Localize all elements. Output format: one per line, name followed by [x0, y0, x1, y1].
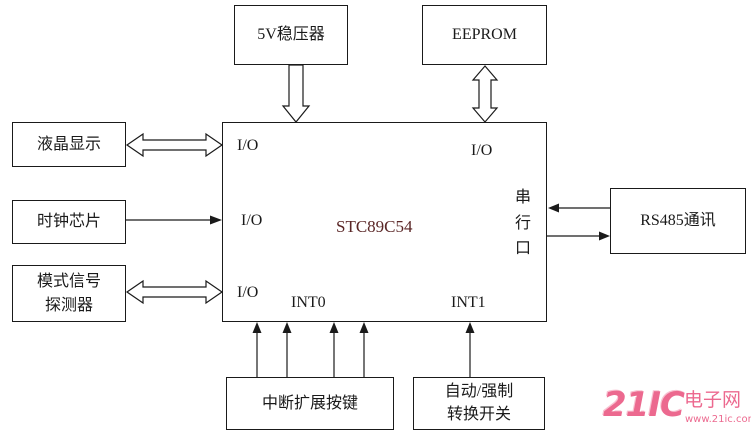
rs485-label: RS485通讯 — [640, 212, 716, 230]
regulator-block: 5V稳压器 — [234, 5, 348, 65]
interrupt-key-arrow-3 — [329, 322, 339, 377]
interrupt-key-arrow-4 — [359, 322, 369, 377]
interrupt-keys-label: 中断扩展按键 — [261, 394, 358, 412]
interrupt-key-arrow-3-head — [329, 322, 339, 333]
mcu-to-rs485-arrow — [547, 231, 610, 241]
mode-switch-to-int1-arrow-head — [465, 322, 475, 333]
watermark-site-name: 电子网 — [684, 389, 742, 411]
lcd-label: 液晶显示 — [36, 135, 101, 153]
regulator-label: 5V稳压器 — [257, 26, 325, 44]
interrupt-key-arrow-2-head — [282, 322, 292, 333]
regulator-to-mcu-arrow — [281, 64, 311, 123]
eeprom-mcu-double-arrow — [471, 65, 499, 123]
mcu-serial-port-label: 串 行 口 — [515, 185, 531, 262]
serial-port-char-1: 串 — [515, 189, 532, 206]
lcd-block: 液晶显示 — [12, 122, 126, 167]
interrupt-keys-block: 中断扩展按键 — [226, 377, 394, 430]
mcu-block: I/O I/O I/O I/O STC89C54 串 行 口 INT0 INT1 — [222, 122, 547, 322]
watermark-url: www.21ic.com — [685, 414, 751, 425]
mode-switch-block: 自动/强制 转换开关 — [413, 377, 545, 430]
rs485-to-mcu-arrow-head — [548, 203, 559, 213]
clock-to-mcu-arrow — [126, 215, 222, 225]
lcd-mcu-double-arrow — [125, 132, 224, 158]
mcu-int0-port: INT0 — [291, 294, 326, 311]
mcu-name: STC89C54 — [336, 217, 413, 236]
mode-switch-label-line-1: 自动/强制 — [444, 383, 514, 401]
mode-detector-label-line-1: 模式信号 — [36, 273, 101, 291]
interrupt-key-arrow-4-head — [359, 322, 369, 333]
interrupt-key-arrow-1 — [252, 322, 262, 377]
mode-detector-block: 模式信号 探测器 — [12, 265, 126, 322]
serial-port-char-2: 行 — [515, 214, 532, 232]
mode-switch-label-line-2: 转换开关 — [446, 405, 511, 423]
rs485-block: RS485通讯 — [610, 188, 746, 254]
mcu-io-clock-port: I/O — [241, 212, 263, 229]
eeprom-block: EEPROM — [422, 5, 547, 65]
interrupt-key-arrow-2 — [282, 322, 292, 377]
clock-chip-block: 时钟芯片 — [12, 200, 126, 244]
mcu-io-eeprom-port: I/O — [471, 142, 493, 159]
mcu-io-lcd-port: I/O — [237, 137, 259, 154]
mode-detector-mcu-double-arrow — [125, 279, 224, 305]
mcu-int1-port: INT1 — [451, 294, 486, 311]
mode-detector-label-line-2: 探测器 — [44, 296, 93, 314]
clock-to-mcu-arrow-head — [210, 215, 222, 225]
rs485-to-mcu-arrow — [548, 203, 610, 213]
mcu-io-mode-port: I/O — [237, 284, 259, 301]
clock-chip-label: 时钟芯片 — [36, 213, 101, 231]
eeprom-label: EEPROM — [452, 26, 517, 44]
interrupt-key-arrow-1-head — [252, 322, 262, 333]
serial-port-char-3: 口 — [515, 240, 532, 257]
mcu-to-rs485-arrow-head — [599, 231, 610, 241]
mode-switch-to-int1-arrow — [465, 322, 475, 377]
watermark-logo: 21IC — [603, 385, 685, 425]
